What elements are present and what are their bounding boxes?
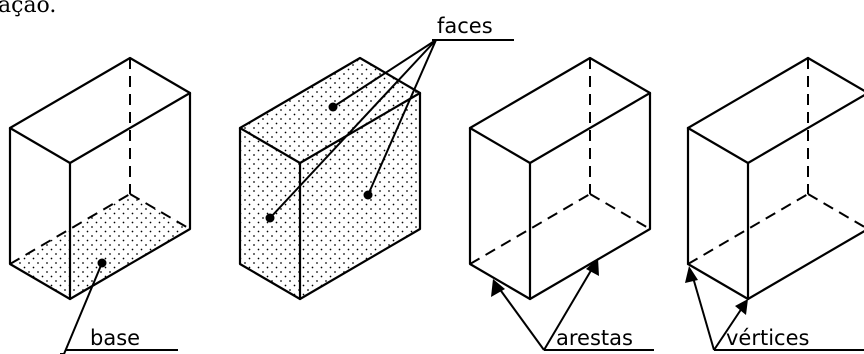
bottom-left-edge: [686, 262, 750, 301]
vertices-arrow-line: [713, 304, 745, 351]
arrowhead: [586, 258, 599, 276]
top-right-edge: [806, 56, 864, 92]
base-face-shading: [10, 194, 190, 299]
faces-leader-line: [269, 39, 437, 219]
hidden-edge: [469, 193, 591, 265]
hidden-edge: [687, 193, 809, 265]
vertices-label: vértices: [726, 326, 809, 350]
arestas-label: arestas: [556, 326, 633, 350]
front-top-edges: [8, 91, 192, 165]
faces-label: faces: [437, 14, 493, 38]
figure-base: base: [8, 56, 192, 354]
figure-faces: faces: [238, 14, 514, 301]
base-label: base: [90, 326, 140, 350]
hidden-edge: [589, 193, 651, 230]
base-leader-line: [60, 262, 103, 354]
arrowhead: [735, 299, 748, 315]
faces-leader-line: [332, 39, 437, 108]
figure-arestas: arestas: [468, 56, 654, 351]
arestas-arrow-line: [495, 283, 545, 351]
arrowhead: [685, 266, 698, 283]
arestas-arrow-line: [543, 261, 597, 351]
bottom-front-edge: [746, 230, 864, 301]
back-top-edge: [686, 56, 810, 130]
faces-shading: [240, 58, 420, 299]
hidden-edge: [807, 193, 864, 228]
vertices-arrow-line: [691, 273, 715, 351]
prism-outline: [238, 56, 422, 301]
hidden-edge: [9, 193, 131, 265]
hidden-edge: [129, 193, 191, 230]
text-fragment: ação.: [0, 0, 56, 18]
front-top-right-edge: [746, 94, 864, 165]
arrowhead: [491, 279, 505, 297]
figure-vertices: vértices: [685, 56, 864, 351]
front-top-left-edge: [686, 126, 750, 165]
prism-outline: [468, 56, 652, 301]
faces-leader-line: [367, 39, 437, 196]
front-top-edges: [468, 91, 652, 165]
